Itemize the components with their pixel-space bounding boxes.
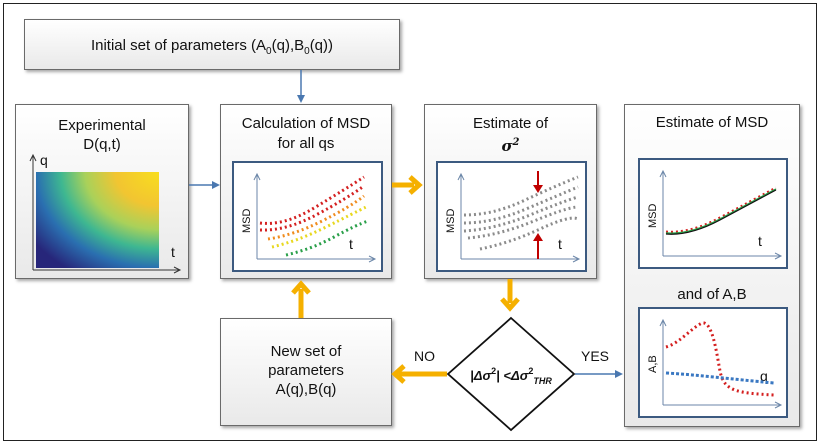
- estimate-msd-plot: MSD t: [647, 169, 783, 260]
- axis-label-q: q: [40, 152, 48, 168]
- axis-label-msd: MSD: [241, 209, 253, 234]
- diagram-frame: [3, 3, 817, 441]
- experimental-subtitle: D(q,t): [83, 136, 121, 153]
- arrowhead-decision-to-new: [391, 364, 406, 384]
- x-axis-arrowhead: [572, 255, 581, 263]
- spread-curve-1: [463, 175, 579, 217]
- spread-arrowhead-top: [533, 185, 543, 193]
- msd-fit-black: [665, 189, 777, 235]
- x-axis-arrowhead: [774, 252, 783, 260]
- parameter-b-curve: [665, 371, 775, 385]
- msd-fit-green: [665, 188, 777, 234]
- arrowhead-sigma-to-decision: [500, 297, 520, 312]
- axis-label-q: q: [760, 368, 768, 384]
- spread-curve-4: [467, 205, 579, 240]
- y-axis-arrowhead: [253, 172, 261, 181]
- heatmap-image: [36, 172, 159, 268]
- spread-curve-2: [463, 185, 579, 225]
- experimental-title: Experimental: [58, 117, 146, 134]
- axis-label-t: t: [758, 233, 762, 249]
- label-no: NO: [414, 348, 435, 364]
- x-axis-arrowhead: [368, 255, 377, 263]
- estimate-sigma-box: Estimate of σ2 MSD t: [424, 104, 597, 279]
- msd-curve-green: [285, 219, 369, 257]
- decision-diamond: [446, 316, 576, 432]
- axis-label-msd: MSD: [445, 209, 457, 234]
- spread-curve-5: [479, 216, 579, 251]
- calculation-title-2: for all qs: [277, 135, 335, 152]
- msd-curve-yellow: [271, 205, 367, 249]
- sigma-squared-label: σ2: [501, 137, 520, 155]
- label-yes: YES: [581, 348, 609, 364]
- arrowhead-decision-to-estimate: [615, 370, 623, 378]
- y-axis-arrowhead: [659, 169, 667, 178]
- sigma-plot-panel: MSD t: [436, 161, 587, 272]
- sigma-msd-plot: MSD t: [445, 171, 581, 263]
- msd-curve-orange: [267, 194, 365, 241]
- y-axis-arrowhead: [29, 153, 37, 162]
- calculation-title-1: Calculation of MSD: [241, 115, 371, 132]
- new-parameters-line2: parameters: [268, 362, 344, 379]
- msd-curve-red-2: [259, 184, 365, 232]
- new-parameters-line1: New set of: [270, 343, 342, 360]
- new-parameters-line3: A(q),B(q): [275, 381, 337, 398]
- experimental-box: Experimental D(q,t) q t: [15, 104, 189, 279]
- arrowhead-initial-to-calc: [297, 95, 305, 103]
- estimate-ab-plot: A,B q: [647, 318, 783, 409]
- x-axis-arrowhead: [774, 401, 783, 409]
- axis-label-t: t: [171, 244, 175, 260]
- decision-condition: |Δσ2| <Δσ2THR: [470, 366, 552, 386]
- msd-data-red: [665, 186, 777, 234]
- experimental-heatmap-plot: q t: [29, 152, 182, 274]
- estimate-ab-title: and of A,B: [677, 286, 747, 303]
- estimate-msd-ab-box: Estimate of MSD MSD t and of A,B A,B q: [624, 104, 800, 427]
- arrowhead-exp-to-calc: [212, 181, 220, 189]
- axis-label-ab: A,B: [647, 355, 659, 373]
- msd-curve-red-1: [259, 175, 365, 225]
- arrowhead-calc-to-sigma: [408, 175, 423, 195]
- axis-label-t: t: [349, 236, 353, 252]
- new-parameters-box: New set of parameters A(q),B(q): [220, 318, 392, 426]
- initial-parameters-box: Initial set of parameters (A0(q),B0(q)): [24, 19, 400, 70]
- axis-label-t: t: [558, 236, 562, 252]
- arrowhead-new-to-calc: [291, 280, 311, 295]
- estimate-msd-title: Estimate of MSD: [655, 114, 769, 131]
- estimate-msd-panel: MSD t: [638, 158, 788, 269]
- estimate-sigma-title: Estimate of: [472, 115, 549, 132]
- calculation-plot-panel: MSD t: [232, 161, 383, 272]
- calculation-msd-plot: MSD t: [241, 172, 377, 263]
- spread-arrowhead-bottom: [533, 233, 543, 241]
- y-axis-arrowhead: [659, 318, 667, 327]
- axis-label-msd: MSD: [647, 204, 659, 229]
- initial-parameters-label: Initial set of parameters (A0(q),B0(q)): [90, 37, 334, 57]
- x-axis-arrowhead: [173, 266, 182, 274]
- estimate-ab-panel: A,B q: [638, 307, 788, 418]
- y-axis-arrowhead: [457, 172, 465, 181]
- calculation-box: Calculation of MSD for all qs MSD t: [220, 104, 392, 279]
